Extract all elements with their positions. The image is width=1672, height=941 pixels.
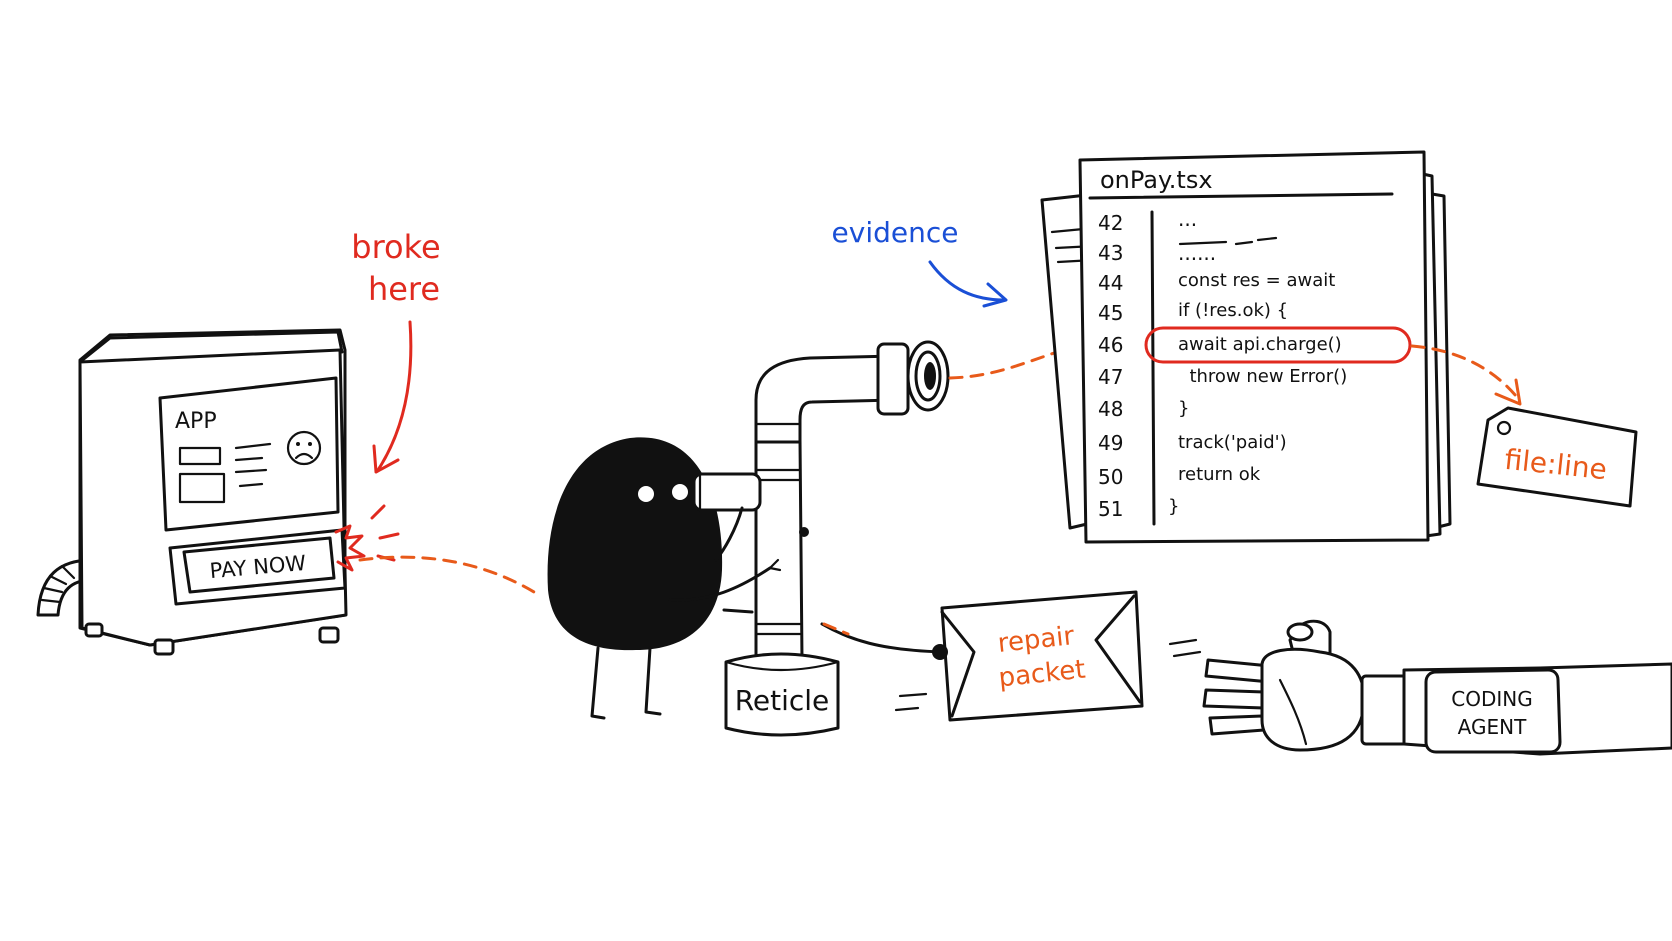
line-number: 42 <box>1098 211 1123 235</box>
code-line-highlighted: await api.charge() <box>1178 334 1342 355</box>
code-line: if (!res.ok) { <box>1178 300 1288 321</box>
trace-path-tag <box>1410 344 1518 398</box>
evidence-annotation: evidence <box>832 216 1008 308</box>
repair-packet-envelope: repair packet <box>894 590 1202 722</box>
code-lines: 42 ... 43 ...... 44 const res = await 45… <box>1098 207 1412 521</box>
line-number: 44 <box>1098 271 1123 295</box>
evidence-label: evidence <box>832 216 959 249</box>
sad-face-icon <box>286 430 322 466</box>
line-number: 48 <box>1098 397 1123 421</box>
highlight-ring <box>1144 326 1412 364</box>
code-document: onPay.tsx 42 ... 43 ...... 44 const res … <box>1040 150 1452 544</box>
agent-label-line1: CODING <box>1451 687 1532 711</box>
broke-here-annotation: broke here <box>351 228 441 474</box>
agent-label-line2: AGENT <box>1458 715 1527 739</box>
broke-label: broke <box>351 228 440 266</box>
trace-path-app <box>358 555 536 594</box>
line-number: 46 <box>1098 333 1123 357</box>
line-number: 43 <box>1098 241 1123 265</box>
line-number: 45 <box>1098 301 1123 325</box>
line-number: 50 <box>1098 465 1123 489</box>
line-number: 47 <box>1098 365 1123 389</box>
file-line-tag: file:line <box>1476 406 1638 508</box>
code-line: } <box>1178 398 1189 419</box>
black-creature <box>547 437 782 720</box>
envelope-string <box>820 622 944 654</box>
code-line: return ok <box>1178 464 1261 485</box>
app-screen-label: APP <box>175 409 217 434</box>
code-line: } <box>1168 496 1179 517</box>
code-line: ...... <box>1178 241 1216 265</box>
line-number: 51 <box>1098 497 1123 521</box>
trace-path-envelope <box>822 622 850 636</box>
code-filename: onPay.tsx <box>1100 166 1213 194</box>
code-line: const res = await <box>1178 270 1335 291</box>
code-line: track('paid') <box>1178 432 1287 453</box>
coding-agent-arm: CODING AGENT <box>1202 619 1672 756</box>
code-line: ... <box>1178 207 1197 231</box>
here-label: here <box>368 270 440 308</box>
code-line: throw new Error() <box>1178 366 1347 387</box>
app-machine: APP PAY NOW <box>36 328 400 656</box>
periscope: Reticle <box>724 340 950 737</box>
line-number: 49 <box>1098 431 1123 455</box>
reticle-label: Reticle <box>735 684 830 717</box>
pay-now-button[interactable]: PAY NOW <box>182 536 336 594</box>
